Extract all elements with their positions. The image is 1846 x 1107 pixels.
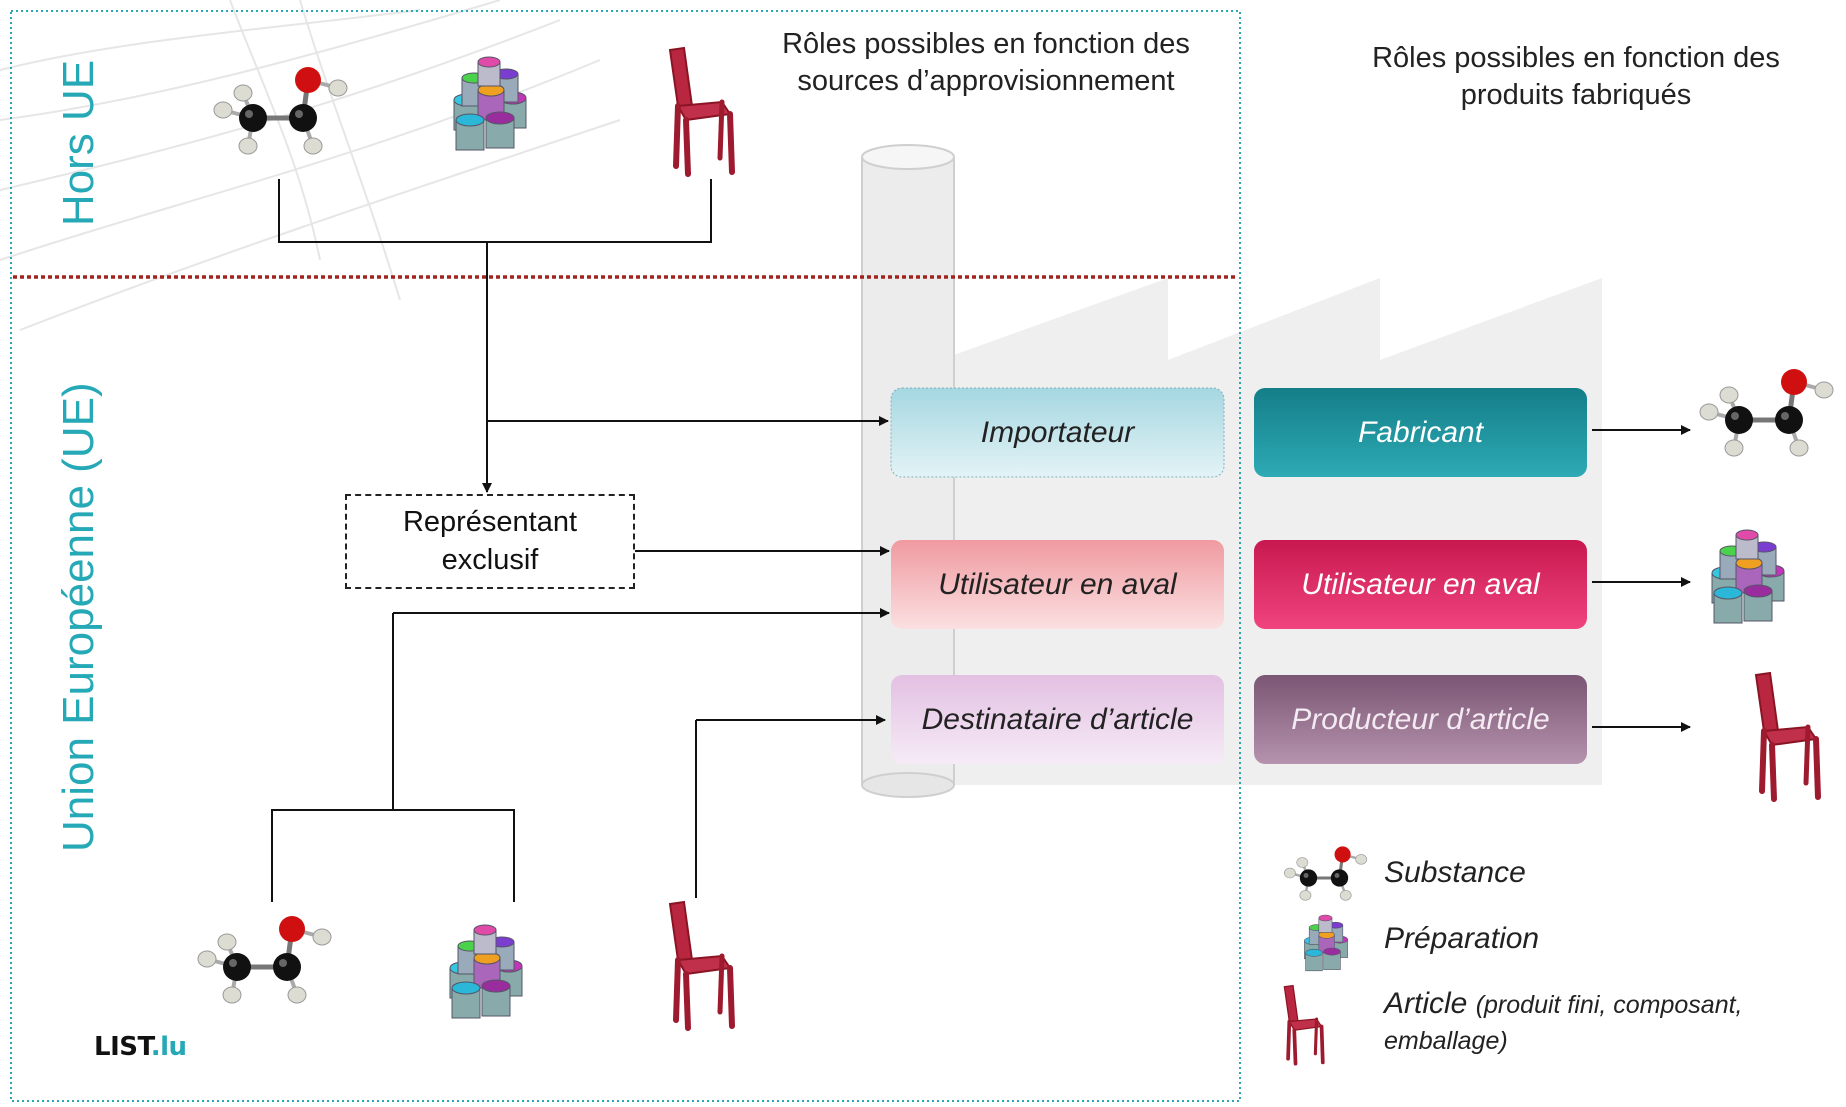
heading-manufactured-products: Rôles possibles en fonction des produits… — [1372, 42, 1780, 112]
connector-lines — [271, 179, 1691, 902]
role-producteur-article: Producteur d’article — [1291, 702, 1550, 736]
molecule-icon — [1282, 844, 1369, 902]
chair-icon — [670, 902, 732, 1028]
importateur-box-bg — [890, 387, 1225, 478]
region-label-eu: Union Européenne (UE) — [54, 382, 103, 852]
legend-article: Article (produit fini, composant, emball… — [1384, 986, 1804, 1058]
list-logo: LIST.lu — [94, 1032, 187, 1062]
role-importateur: Importateur — [980, 415, 1135, 449]
role-utilisateur-en-aval: Utilisateur en aval — [938, 567, 1177, 601]
molecule-icon — [198, 916, 331, 1003]
region-label-outside-eu: Hors UE — [54, 59, 103, 227]
chair-icon — [1282, 983, 1325, 1066]
paint-cans-icon — [449, 924, 523, 1019]
heading-supply-sources: Rôles possibles en fonction des sources … — [782, 28, 1190, 98]
molecule-icon — [214, 67, 347, 154]
destinataire-box-bg — [891, 675, 1224, 764]
legend-article-label: Article — [1384, 987, 1468, 1020]
role-utilisateur-en-aval-produit: Utilisateur en aval — [1301, 567, 1540, 601]
representative-line2: exclusif — [441, 543, 539, 576]
legend-article-note: (produit fini, composant, emballage) — [1384, 991, 1743, 1055]
legend-substance: Substance — [1384, 856, 1526, 889]
paint-cans-icon — [1304, 914, 1348, 972]
role-destinataire-article: Destinataire d’article — [921, 702, 1194, 736]
representative-box: Représentant exclusif — [345, 494, 635, 589]
logo-tld: .lu — [150, 1032, 187, 1062]
chair-icon — [1756, 673, 1818, 799]
producteur-box-bg — [1254, 675, 1587, 764]
role-fabricant: Fabricant — [1357, 415, 1484, 449]
logo-name: LIST — [94, 1032, 151, 1062]
molecule-icon — [1700, 369, 1833, 456]
representative-line1: Représentant — [402, 505, 578, 538]
legend-preparation: Préparation — [1384, 922, 1540, 955]
paint-cans-icon — [1711, 529, 1785, 624]
utilisateur-dark-box-bg — [1254, 540, 1587, 629]
fabricant-box-bg — [1254, 388, 1587, 477]
utilisateur-box-bg — [891, 540, 1224, 629]
paint-cans-icon — [453, 56, 527, 151]
chair-icon — [670, 48, 732, 174]
